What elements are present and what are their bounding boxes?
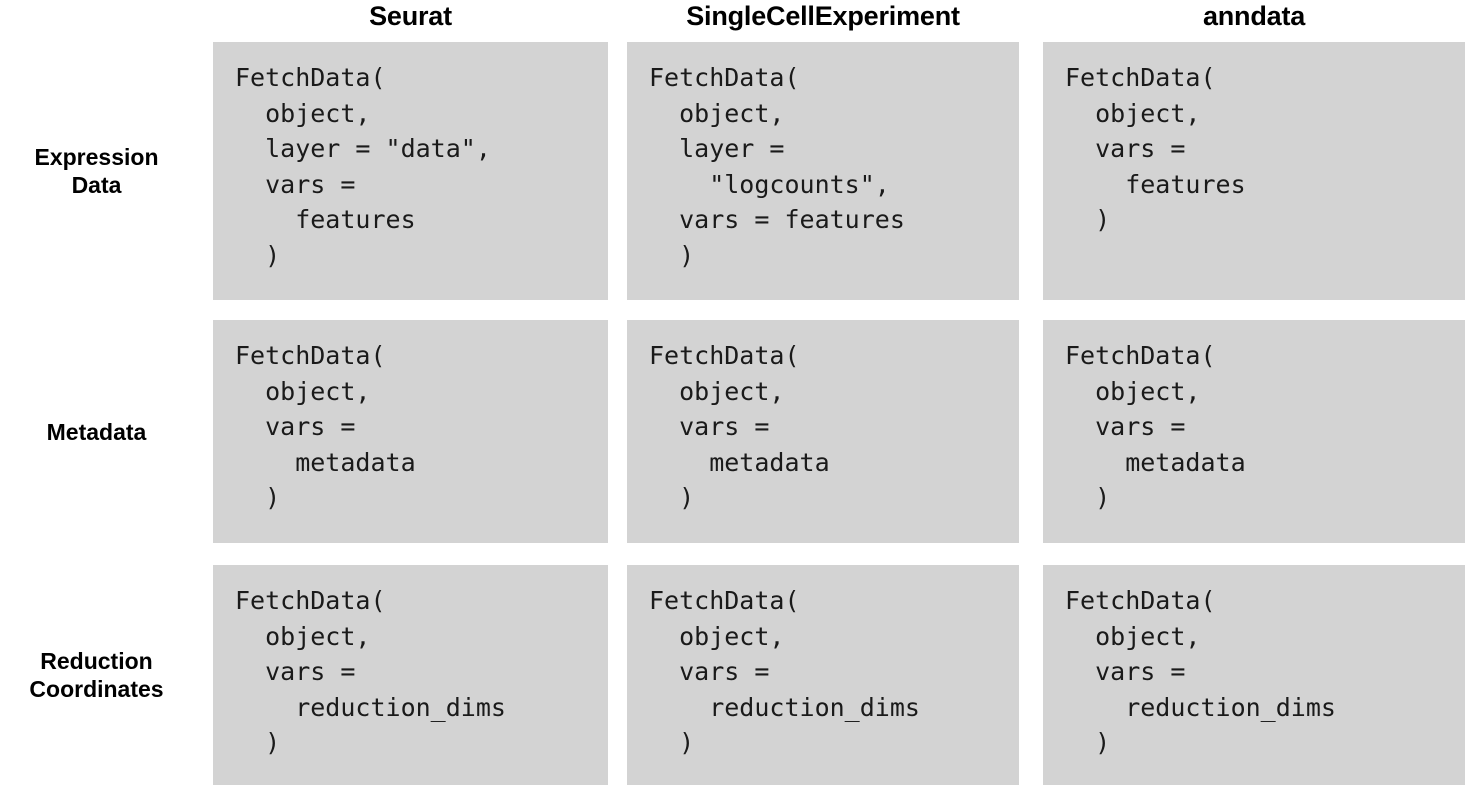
column-header-singlecellexperiment: SingleCellExperiment [627, 0, 1019, 42]
column-header-anndata: anndata [1043, 0, 1465, 42]
code-cell-metadata-seurat: FetchData( object, vars = metadata ) [213, 320, 608, 543]
code-cell-expression-data-singlecellexperiment: FetchData( object, layer = "logcounts", … [627, 42, 1019, 300]
row-label-text: Reduction Coordinates [29, 648, 164, 702]
code-snippet: FetchData( object, vars = features ) [1065, 63, 1246, 234]
code-snippet: FetchData( object, vars = reduction_dims… [1065, 586, 1336, 757]
code-cell-metadata-anndata: FetchData( object, vars = metadata ) [1043, 320, 1465, 543]
code-cell-reduction-coordinates-anndata: FetchData( object, vars = reduction_dims… [1043, 565, 1465, 785]
row-label-text: Metadata [46, 418, 147, 445]
code-snippet: FetchData( object, layer = "data", vars … [235, 63, 491, 270]
column-header-seurat: Seurat [213, 0, 608, 42]
code-snippet: FetchData( object, vars = reduction_dims… [235, 586, 506, 757]
code-snippet: FetchData( object, vars = metadata ) [235, 341, 416, 512]
column-header-label: SingleCellExperiment [686, 1, 960, 31]
code-cell-expression-data-anndata: FetchData( object, vars = features ) [1043, 42, 1465, 300]
code-snippet: FetchData( object, vars = reduction_dims… [649, 586, 920, 757]
code-cell-expression-data-seurat: FetchData( object, layer = "data", vars … [213, 42, 608, 300]
row-label-reduction-coordinates: Reduction Coordinates [0, 565, 213, 785]
code-snippet: FetchData( object, vars = metadata ) [649, 341, 830, 512]
column-header-label: Seurat [369, 1, 452, 31]
code-cell-metadata-singlecellexperiment: FetchData( object, vars = metadata ) [627, 320, 1019, 543]
code-cell-reduction-coordinates-seurat: FetchData( object, vars = reduction_dims… [213, 565, 608, 785]
row-label-expression-data: Expression Data [0, 42, 213, 300]
code-snippet: FetchData( object, vars = metadata ) [1065, 341, 1246, 512]
row-label-metadata: Metadata [0, 320, 213, 543]
code-cell-reduction-coordinates-singlecellexperiment: FetchData( object, vars = reduction_dims… [627, 565, 1019, 785]
column-header-label: anndata [1202, 1, 1306, 31]
row-label-text: Expression Data [34, 144, 159, 198]
code-snippet: FetchData( object, layer = "logcounts", … [649, 63, 905, 270]
